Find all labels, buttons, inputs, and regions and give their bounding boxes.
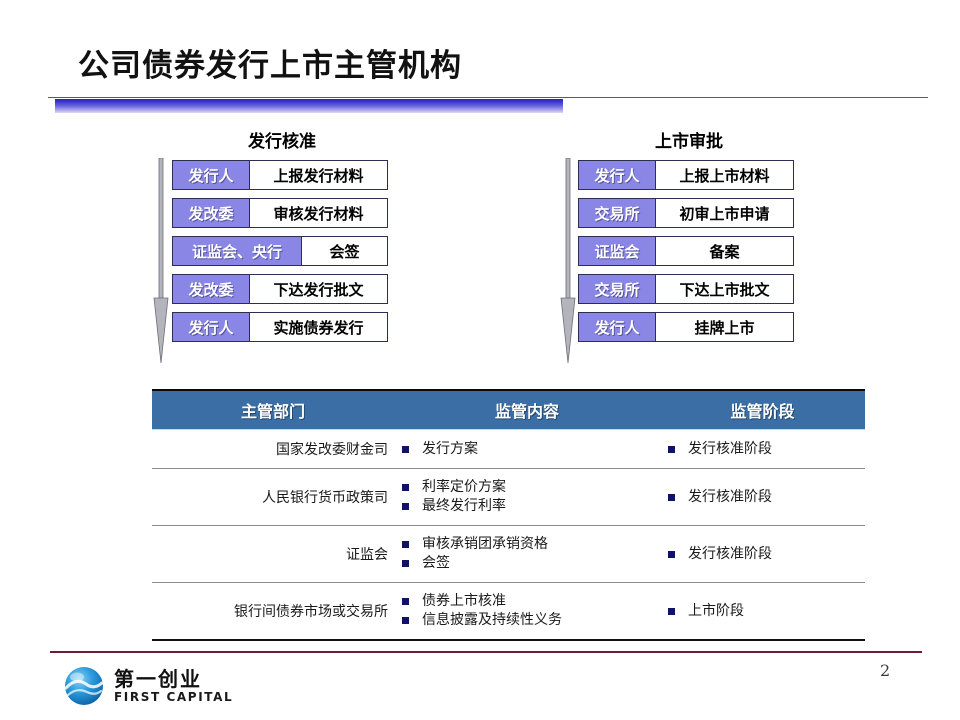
flow-actor: 发改委	[172, 274, 250, 304]
bullet-list: 上市阶段	[666, 602, 859, 621]
table-row[interactable]: 证监会 审核承销团承销资格 会签 发行核准阶段	[152, 526, 865, 583]
flow-rows-left: 发行人 上报发行材料 发改委 审核发行材料 证监会、央行 会签 发改委 下达发行…	[172, 160, 388, 350]
list-item: 信息披露及持续性义务	[400, 611, 654, 630]
page-number: 2	[880, 661, 891, 680]
bullet-list: 债券上市核准 信息披露及持续性义务	[400, 592, 654, 630]
flow-action: 下达上市批文	[656, 274, 794, 304]
flow-actor: 发行人	[578, 160, 656, 190]
page-title: 公司债券发行上市主管机构	[78, 48, 462, 84]
flow-action: 会签	[302, 236, 388, 266]
bullet-list: 利率定价方案 最终发行利率	[400, 478, 654, 516]
table-body: 国家发改委财金司 发行方案 发行核准阶段 人民银行货币政策司 利率定价方案 最终…	[152, 429, 865, 641]
list-item: 发行核准阶段	[666, 545, 859, 564]
bullet-list: 发行核准阶段	[666, 545, 859, 564]
list-item: 发行核准阶段	[666, 440, 859, 459]
flow-row[interactable]: 发行人 挂牌上市	[578, 312, 794, 342]
flow-row[interactable]: 发改委 下达发行批文	[172, 274, 388, 304]
flow-row[interactable]: 发改委 审核发行材料	[172, 198, 388, 228]
table-row[interactable]: 银行间债券市场或交易所 债券上市核准 信息披露及持续性义务 上市阶段	[152, 583, 865, 641]
flow-rows-right: 发行人 上报上市材料 交易所 初审上市申请 证监会 备案 交易所 下达上市批文 …	[578, 160, 794, 350]
cell-department: 人民银行货币政策司	[262, 490, 388, 506]
table-row[interactable]: 国家发改委财金司 发行方案 发行核准阶段	[152, 429, 865, 469]
supervision-table: 主管部门 监管内容 监管阶段 国家发改委财金司 发行方案 发行核准阶段 人民银行…	[152, 389, 865, 641]
flow-row[interactable]: 发行人 上报上市材料	[578, 160, 794, 190]
column-header-department: 主管部门	[152, 389, 394, 430]
flow-row[interactable]: 交易所 初审上市申请	[578, 198, 794, 228]
cell-stage: 发行核准阶段	[660, 430, 865, 469]
flow-section-title-right: 上市审批	[655, 132, 723, 152]
table-header-row: 主管部门 监管内容 监管阶段	[152, 389, 865, 430]
bullet-list: 审核承销团承销资格 会签	[400, 535, 654, 573]
header-accent-bar	[55, 99, 563, 113]
company-logo: 第一创业 FIRST CAPITAL	[62, 662, 262, 710]
flow-action: 下达发行批文	[250, 274, 388, 304]
list-item: 利率定价方案	[400, 478, 654, 497]
cell-scope: 利率定价方案 最终发行利率	[394, 469, 660, 526]
flow-actor: 证监会	[578, 236, 656, 266]
cell-scope: 审核承销团承销资格 会签	[394, 526, 660, 583]
list-item: 上市阶段	[666, 602, 859, 621]
column-header-scope: 监管内容	[394, 389, 660, 430]
logo-text: 第一创业 FIRST CAPITAL	[114, 668, 233, 704]
footer-divider	[50, 651, 922, 653]
cell-department: 银行间债券市场或交易所	[234, 604, 388, 620]
flow-actor: 发行人	[172, 312, 250, 342]
flow-section-title-left: 发行核准	[248, 132, 316, 152]
bullet-list: 发行核准阶段	[666, 440, 859, 459]
logo-text-cn: 第一创业	[114, 667, 202, 691]
cell-scope: 债券上市核准 信息披露及持续性义务	[394, 583, 660, 641]
down-arrow-icon	[153, 158, 169, 363]
flow-row[interactable]: 发行人 上报发行材料	[172, 160, 388, 190]
table-header: 主管部门 监管内容 监管阶段	[152, 389, 865, 430]
flow-row[interactable]: 交易所 下达上市批文	[578, 274, 794, 304]
cell-stage: 上市阶段	[660, 583, 865, 641]
bullet-list: 发行核准阶段	[666, 488, 859, 507]
flow-action: 挂牌上市	[656, 312, 794, 342]
list-item: 最终发行利率	[400, 497, 654, 516]
cell-stage: 发行核准阶段	[660, 526, 865, 583]
flow-action: 审核发行材料	[250, 198, 388, 228]
flow-actor: 发行人	[172, 160, 250, 190]
list-item: 发行方案	[400, 440, 654, 459]
globe-logo-icon	[64, 667, 104, 705]
flow-action: 初审上市申请	[656, 198, 794, 228]
flow-row[interactable]: 证监会 备案	[578, 236, 794, 266]
flow-action: 上报发行材料	[250, 160, 388, 190]
flow-actor: 证监会、央行	[172, 236, 302, 266]
column-header-stage: 监管阶段	[660, 389, 865, 430]
cell-scope: 发行方案	[394, 430, 660, 469]
cell-stage: 发行核准阶段	[660, 469, 865, 526]
flow-action: 实施债券发行	[250, 312, 388, 342]
cell-department: 证监会	[346, 547, 388, 563]
logo-text-en: FIRST CAPITAL	[114, 690, 234, 704]
list-item: 会签	[400, 554, 654, 573]
flow-action: 上报上市材料	[656, 160, 794, 190]
list-item: 审核承销团承销资格	[400, 535, 654, 554]
header-divider	[48, 97, 928, 98]
flow-actor: 发改委	[172, 198, 250, 228]
flow-actor: 发行人	[578, 312, 656, 342]
list-item: 债券上市核准	[400, 592, 654, 611]
bullet-list: 发行方案	[400, 440, 654, 459]
flow-actor: 交易所	[578, 198, 656, 228]
down-arrow-icon	[560, 158, 576, 363]
table-row[interactable]: 人民银行货币政策司 利率定价方案 最终发行利率 发行核准阶段	[152, 469, 865, 526]
list-item: 发行核准阶段	[666, 488, 859, 507]
flow-actor: 交易所	[578, 274, 656, 304]
flow-row[interactable]: 发行人 实施债券发行	[172, 312, 388, 342]
flow-action: 备案	[656, 236, 794, 266]
flow-row[interactable]: 证监会、央行 会签	[172, 236, 388, 266]
cell-department: 国家发改委财金司	[276, 442, 388, 458]
